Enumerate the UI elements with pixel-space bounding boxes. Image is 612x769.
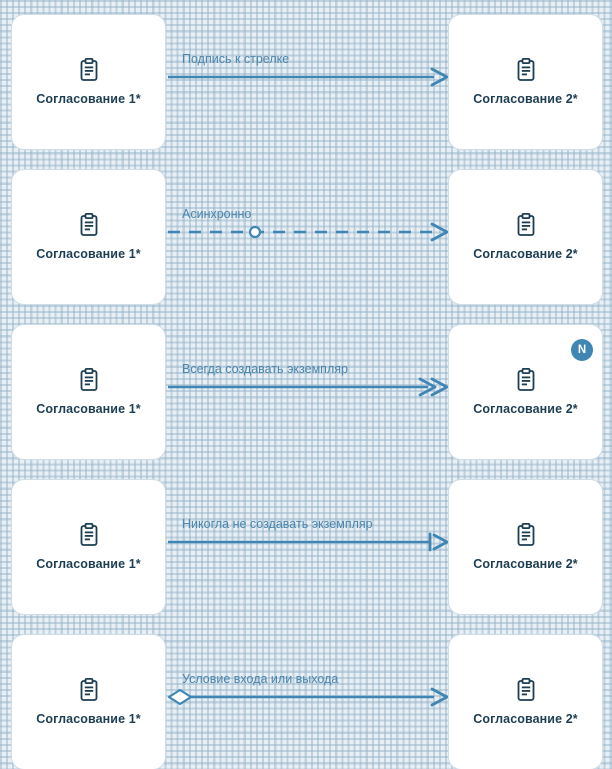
edge-label: Асинхронно bbox=[182, 207, 252, 221]
node-source[interactable]: Согласование 1* bbox=[11, 634, 166, 769]
clipboard-icon bbox=[79, 677, 99, 702]
clipboard-icon bbox=[79, 212, 99, 237]
edge-label: Подпись к стрелке bbox=[182, 52, 290, 66]
edge-connector[interactable]: Асинхронно bbox=[166, 169, 449, 305]
clipboard-icon bbox=[516, 212, 536, 237]
node-source[interactable]: Согласование 1* bbox=[11, 14, 166, 150]
node-target[interactable]: Согласование 2* bbox=[448, 14, 603, 150]
clipboard-icon bbox=[79, 522, 99, 547]
diagram-row-always-create: Согласование 1* Всегда создавать экземпл… bbox=[0, 324, 612, 460]
node-title: Согласование 1* bbox=[36, 557, 141, 571]
edge-connector[interactable]: Подпись к стрелке bbox=[166, 14, 449, 150]
clipboard-icon bbox=[79, 57, 99, 82]
clipboard-icon bbox=[79, 367, 99, 392]
node-title: Согласование 1* bbox=[36, 712, 141, 726]
clipboard-icon bbox=[516, 57, 536, 82]
clipboard-icon bbox=[516, 522, 536, 547]
node-source[interactable]: Согласование 1* bbox=[11, 479, 166, 615]
node-title: Согласование 2* bbox=[473, 712, 578, 726]
clipboard-icon bbox=[516, 367, 536, 392]
diagram-row-condition: Согласование 1* Условие входа или выхода bbox=[0, 634, 612, 769]
node-target[interactable]: Согласование 2* bbox=[448, 634, 603, 769]
node-source[interactable]: Согласование 1* bbox=[11, 169, 166, 305]
edge-label: Никогла не создавать экземпляр bbox=[182, 517, 373, 531]
clipboard-icon bbox=[516, 677, 536, 702]
node-target[interactable]: Согласование 2* bbox=[448, 169, 603, 305]
node-title: Согласование 2* bbox=[473, 402, 578, 416]
diagram-row-async: Согласование 1* Асинхронно Согласовани bbox=[0, 169, 612, 305]
edge-svg bbox=[167, 687, 449, 707]
node-source[interactable]: Согласование 1* bbox=[11, 324, 166, 460]
edge-svg bbox=[168, 377, 449, 397]
edge-svg bbox=[168, 532, 449, 552]
edge-connector[interactable]: Всегда создавать экземпляр bbox=[166, 324, 449, 460]
edge-connector[interactable]: Условие входа или выхода bbox=[166, 634, 449, 769]
status-badge[interactable]: N bbox=[571, 339, 593, 361]
node-target[interactable]: Согласование 2* bbox=[448, 479, 603, 615]
node-title: Согласование 1* bbox=[36, 402, 141, 416]
node-title: Согласование 1* bbox=[36, 92, 141, 106]
diagram-row-never-create: Согласование 1* Никогла не создавать экз… bbox=[0, 479, 612, 615]
edge-label: Условие входа или выхода bbox=[182, 672, 339, 686]
edge-label: Всегда создавать экземпляр bbox=[182, 362, 348, 376]
node-title: Согласование 2* bbox=[473, 92, 578, 106]
node-title: Согласование 2* bbox=[473, 247, 578, 261]
diagram-row-label: Согласование 1* Подпись к стрелке Соглас… bbox=[0, 14, 612, 150]
edge-connector[interactable]: Никогла не создавать экземпляр bbox=[166, 479, 449, 615]
diamond-marker bbox=[167, 688, 193, 706]
edge-svg bbox=[168, 67, 449, 87]
edge-svg bbox=[168, 222, 449, 242]
async-circle-marker bbox=[248, 225, 262, 239]
node-title: Согласование 2* bbox=[473, 557, 578, 571]
node-title: Согласование 1* bbox=[36, 247, 141, 261]
